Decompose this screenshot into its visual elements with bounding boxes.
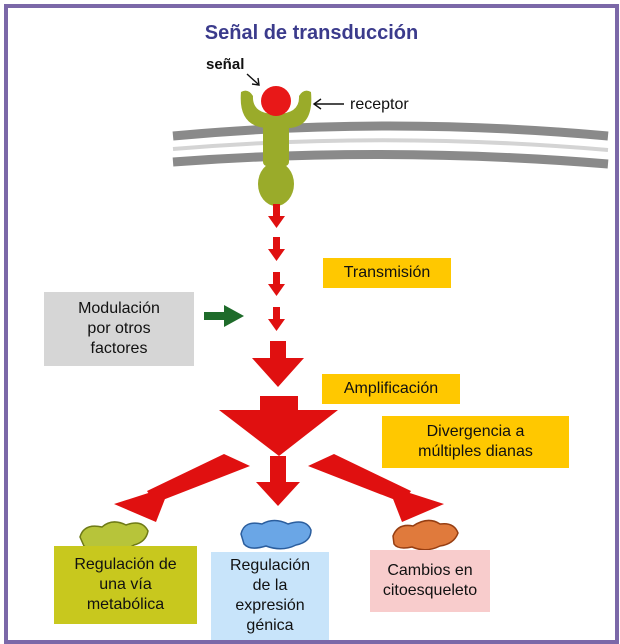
amplification-arrow [252, 341, 304, 387]
cytoskeleton-line-2: citoesqueleto [382, 582, 478, 599]
modulation-line-2: por otros [87, 320, 151, 337]
transmission-arrow-4 [268, 307, 285, 331]
cell-membrane [172, 121, 609, 169]
modulation-line-3: factores [90, 340, 148, 357]
modulation-arrow [204, 305, 244, 327]
modulation-line-1: Modulación [78, 300, 160, 317]
target-protein-orange [392, 519, 459, 551]
amplification-box: Amplificación [322, 374, 460, 404]
receptor-pointer-arrow [312, 98, 344, 110]
branch-arrow-left [114, 454, 250, 522]
transmission-arrow-1 [268, 204, 285, 228]
outcome-metabolic-box: Regulación de una vía metabólica [54, 546, 197, 624]
metabolic-line-2: una vía [99, 576, 152, 593]
outcome-cytoskeleton-box: Cambios en citoesqueleto [370, 550, 490, 612]
cytoskeleton-line-1: Cambios en [387, 562, 473, 579]
diagram-title: Señal de transducción [204, 22, 419, 44]
gene-expression-line-1: Regulación [229, 557, 311, 574]
transmission-label: Transmisión [343, 264, 431, 281]
divergence-arrow [219, 396, 338, 456]
metabolic-line-3: metabólica [86, 596, 165, 613]
signal-pointer-arrow [246, 73, 260, 86]
branch-arrow-right [308, 454, 444, 522]
target-protein-blue [240, 519, 312, 550]
gene-expression-line-3: expresión [235, 597, 305, 614]
divergence-box: Divergencia a múltiples dianas [382, 416, 569, 468]
receptor-protein [240, 90, 312, 206]
signal-molecule [261, 86, 291, 116]
transmission-arrow-3 [268, 272, 285, 296]
transmission-box: Transmisión [323, 258, 451, 288]
amplification-label: Amplificación [343, 380, 439, 397]
diagram-artwork [79, 73, 609, 551]
signal-label: señal [206, 56, 245, 73]
diagram-frame: Señal de transducción [4, 4, 619, 644]
modulation-box: Modulación por otros factores [44, 292, 194, 366]
receptor-label: receptor [350, 96, 409, 113]
metabolic-line-1: Regulación de [74, 556, 177, 573]
branch-arrow-center [256, 456, 300, 506]
divergence-line-2: múltiples dianas [418, 443, 533, 460]
gene-expression-line-4: génica [246, 617, 294, 634]
outcome-gene-expression-box: Regulación de la expresión génica [211, 552, 329, 640]
transmission-arrow-2 [268, 237, 285, 261]
divergence-line-1: Divergencia a [426, 423, 525, 440]
gene-expression-line-2: de la [252, 577, 288, 594]
